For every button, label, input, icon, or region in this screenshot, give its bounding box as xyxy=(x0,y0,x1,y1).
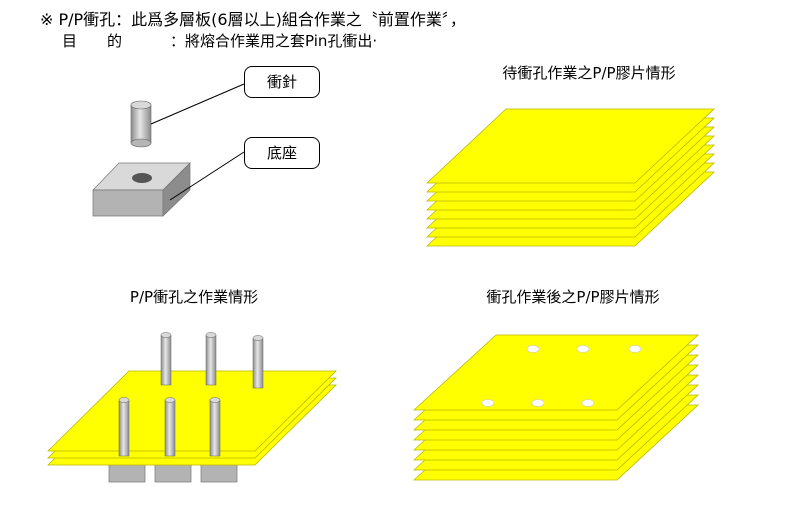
callout-base-leader xyxy=(169,151,245,201)
purpose-text: ：將熔合作業用之套Pin孔衝出· xyxy=(170,32,378,50)
hole-icon xyxy=(628,345,642,353)
purpose-label: 目 的 xyxy=(62,32,123,50)
punch-pins-group xyxy=(118,332,264,457)
callout-punch-leader xyxy=(150,83,245,125)
punch-pin-icon xyxy=(205,332,217,386)
hole-icon xyxy=(526,345,540,353)
header-line-1: ※ P/P衝孔：此爲多層板(6層以上)組合作業之〝前置作業〞， xyxy=(40,10,466,29)
caption-before: 待衝孔作業之P/P膠片情形 xyxy=(502,64,676,82)
callout-base: 底座 xyxy=(244,137,320,169)
callout-punch: 衝針 xyxy=(244,66,320,98)
punch-pin-icon xyxy=(130,100,152,148)
punch-pin-icon xyxy=(118,397,130,457)
punch-pin-icon xyxy=(160,332,172,386)
caption-during: P/P衝孔之作業情形 xyxy=(129,288,259,306)
punch-pin-icon xyxy=(164,397,176,457)
header-line-2: 目 的 ：將熔合作業用之套Pin孔衝出· xyxy=(62,30,377,51)
punch-pin-icon xyxy=(209,397,221,457)
punch-pin-icon xyxy=(252,335,264,389)
prepreg-stack-during xyxy=(47,370,337,466)
caption-after: 衝孔作業後之P/P膠片情形 xyxy=(486,288,660,306)
hole-icon xyxy=(481,399,495,407)
prepreg-stack-after xyxy=(412,334,700,481)
punched-holes xyxy=(481,345,642,407)
prepreg-stack-before xyxy=(425,108,716,247)
base-blocks-row xyxy=(108,460,238,483)
hole-icon xyxy=(581,399,595,407)
base-hole xyxy=(132,173,152,183)
hole-icon xyxy=(531,399,545,407)
base-block-icon xyxy=(92,162,191,217)
hole-icon xyxy=(576,345,590,353)
